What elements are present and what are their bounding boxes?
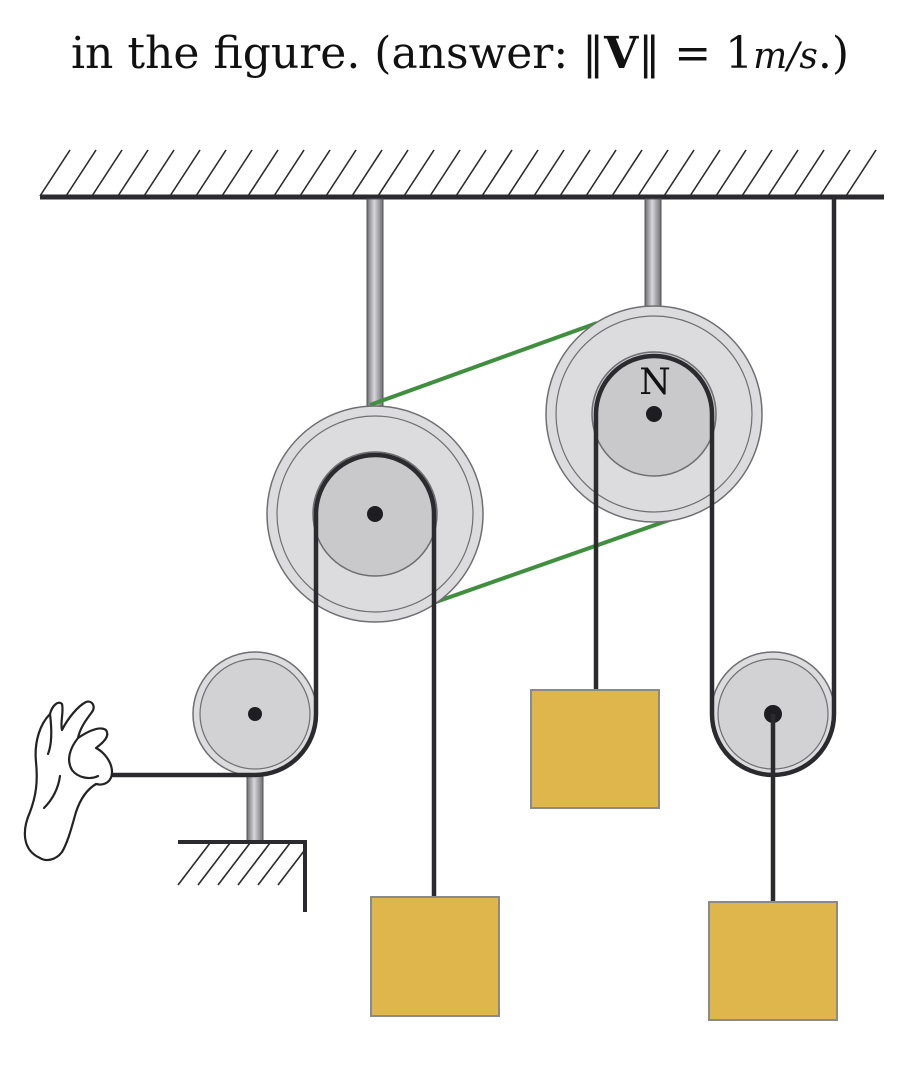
block-right xyxy=(708,901,838,1021)
norm-bar-left: ‖ xyxy=(582,28,605,79)
hand-icon xyxy=(23,700,114,862)
rope-n-left xyxy=(593,353,715,690)
ropes xyxy=(108,197,837,902)
green-belt xyxy=(369,321,673,605)
support-rod-left xyxy=(366,198,384,407)
ceiling-hatching xyxy=(39,149,877,197)
pulley-n: N xyxy=(545,305,763,523)
caption-equals: = 1 xyxy=(660,28,754,79)
belt-upper xyxy=(369,321,598,407)
vector-v: V xyxy=(604,28,639,79)
axle-dot xyxy=(248,707,262,721)
belt-lower xyxy=(432,517,673,605)
support-rod-floor xyxy=(246,771,264,843)
axle-dot xyxy=(367,506,383,522)
norm-bar-right: ‖ xyxy=(638,28,661,79)
ceiling xyxy=(39,149,884,200)
rope-small-to-hub xyxy=(254,452,437,778)
pulley-label-n: N xyxy=(639,362,671,403)
problem-caption: in the figure. (answer: ‖V‖ = 1m/s.) xyxy=(0,28,920,81)
block-center xyxy=(530,689,660,809)
caption-tail: .) xyxy=(817,28,850,79)
caption-lead: in the figure. (answer: xyxy=(70,28,583,79)
pulley-left-large xyxy=(266,405,484,623)
axle-dot xyxy=(646,406,662,422)
velocity-unit: m/s xyxy=(753,36,818,77)
floor-support xyxy=(177,840,307,912)
block-left xyxy=(370,896,500,1017)
support-rod-right xyxy=(644,198,662,310)
